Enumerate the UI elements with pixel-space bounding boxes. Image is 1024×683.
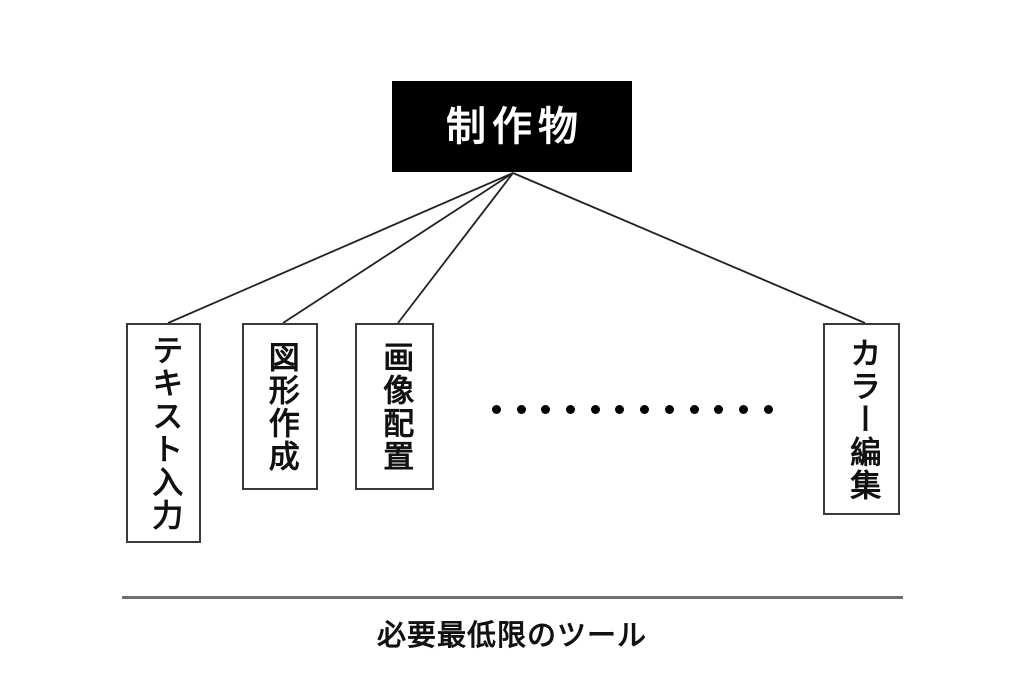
connector-line-3: [397, 172, 514, 324]
ellipsis-dot: [615, 404, 625, 414]
divider-line: [122, 596, 903, 599]
ellipsis-dot: [763, 404, 773, 414]
ellipsis-dot: [714, 404, 724, 414]
leaf-node-label: テキスト入力: [146, 334, 183, 532]
leaf-node-color-editing: カラー編集: [823, 323, 900, 515]
ellipsis-dot: [541, 404, 551, 414]
caption-text: 必要最低限のツール: [376, 618, 647, 652]
leaf-node-label: 図形作成: [262, 340, 299, 473]
connector-line-4: [512, 172, 866, 324]
ellipsis-dot: [566, 404, 576, 414]
leaf-node-shape-creation: 図形作成: [242, 323, 318, 490]
ellipsis-dot: [492, 404, 501, 414]
leaf-node-label: カラー編集: [844, 336, 881, 502]
ellipsis-dot: [640, 404, 650, 414]
root-node: 制作物: [392, 81, 632, 172]
ellipsis-dot: [590, 404, 600, 414]
ellipsis-dots: [492, 403, 773, 415]
root-node-label: 制作物: [446, 103, 584, 150]
leaf-node-image-placement: 画像配置: [355, 323, 434, 490]
leaf-node-text-input: テキスト入力: [126, 323, 201, 543]
ellipsis-dot: [738, 404, 748, 414]
connector-line-2: [282, 172, 514, 324]
connector-line-1: [167, 172, 514, 324]
ellipsis-dot: [516, 404, 526, 414]
ellipsis-dot: [689, 404, 699, 414]
leaf-node-label: 画像配置: [377, 340, 414, 473]
ellipsis-dot: [664, 404, 674, 414]
